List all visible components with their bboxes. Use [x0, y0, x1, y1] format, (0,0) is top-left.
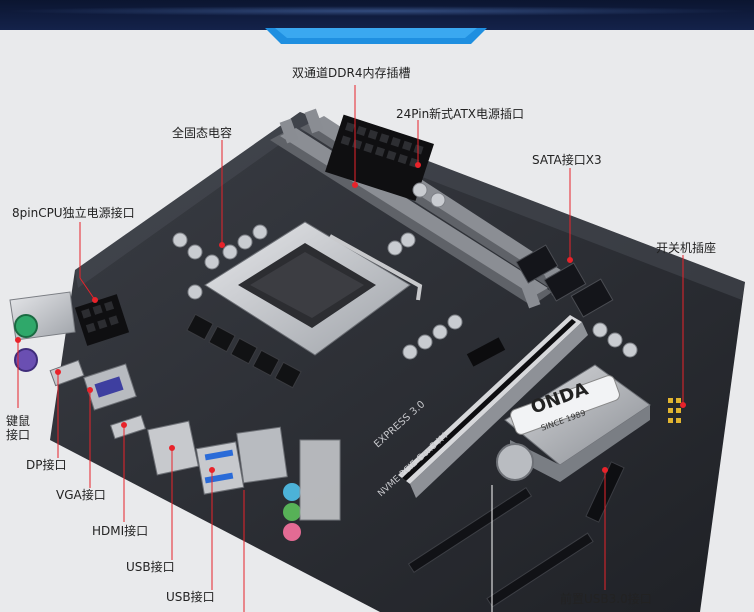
label-usb-2: USB接口 — [166, 590, 215, 604]
label-solid-caps: 全固态电容 — [172, 126, 233, 140]
label-ddr4-slots: 双通道DDR4内存插槽 — [292, 66, 411, 80]
atx-24pin-connector — [325, 114, 434, 202]
usb3-port-stack — [195, 441, 245, 495]
label-dp: DP接口 — [26, 458, 67, 472]
header-glow — [0, 6, 754, 16]
cmos-battery — [496, 443, 534, 481]
label-front-usb3: 前置USB3.0接口 — [560, 592, 652, 606]
pcie-small-slots — [407, 486, 594, 608]
label-power-switch: 开关机插座 — [656, 241, 717, 255]
label-sata: SATA接口X3 — [532, 153, 602, 167]
onda-logo-plate — [510, 375, 620, 435]
ps2-ports — [14, 314, 38, 372]
label-vga: VGA接口 — [56, 488, 106, 502]
dp-port — [49, 359, 85, 387]
header-tab — [265, 28, 487, 44]
audio-shield — [299, 439, 341, 521]
m2-slot — [466, 337, 506, 367]
label-atx-power: 24Pin新式ATX电源插口 — [396, 107, 525, 121]
header-band — [0, 0, 754, 30]
pcie-x16-slot — [398, 315, 588, 498]
label-cpu-power: 8pinCPU独立电源接口 — [12, 206, 135, 220]
vrm-chokes — [186, 313, 302, 389]
power-switch-header — [668, 398, 681, 423]
solid-capacitors — [172, 182, 638, 360]
hdmi-port — [109, 414, 147, 440]
sata-ports — [515, 244, 614, 318]
lan-port — [236, 426, 288, 484]
audio-jacks — [283, 483, 301, 541]
label-keyboard-mouse: 键鼠接口 — [6, 414, 31, 442]
label-hdmi: HDMI接口 — [92, 524, 149, 538]
label-usb-1: USB接口 — [126, 560, 175, 574]
cpu-socket — [204, 221, 423, 356]
cpu-8pin-connector — [74, 294, 130, 346]
callout-leaders — [15, 85, 686, 612]
